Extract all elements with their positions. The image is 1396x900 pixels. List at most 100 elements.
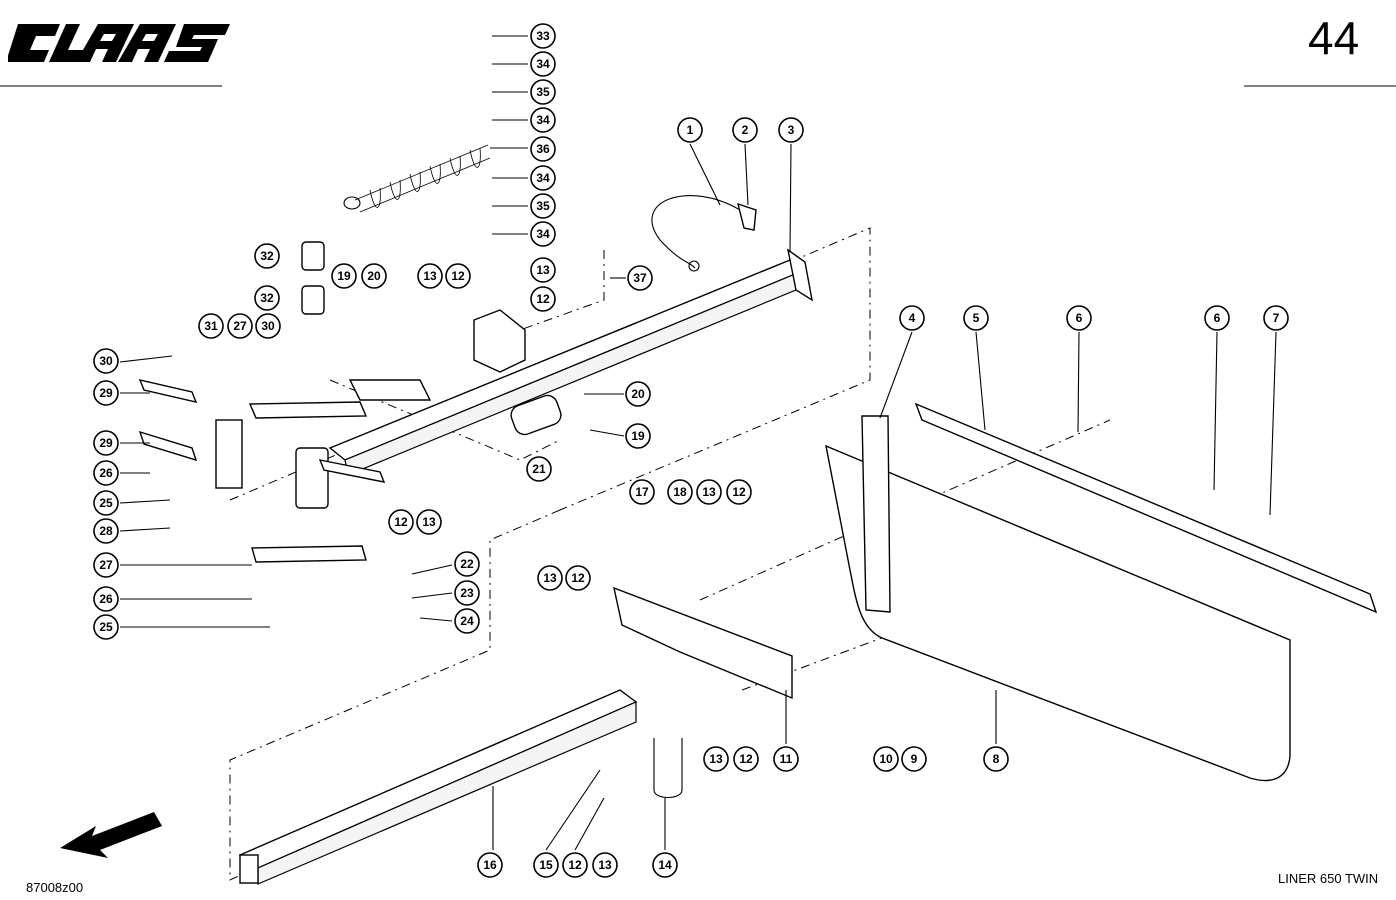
callout-label: 20 [631, 387, 645, 401]
callout-34: 34 [530, 165, 556, 191]
callout-label: 37 [633, 271, 647, 285]
callout-24: 24 [454, 608, 480, 634]
callout-29: 29 [93, 380, 119, 406]
callout-label: 20 [367, 269, 381, 283]
callout-12: 12 [562, 852, 588, 878]
callout-label: 13 [423, 269, 437, 283]
callout-31: 31 [198, 313, 224, 339]
callout-label: 26 [99, 592, 113, 606]
callout-13: 13 [416, 509, 442, 535]
callout-21: 21 [526, 456, 552, 482]
callout-label: 6 [1214, 311, 1221, 325]
callout-32: 32 [254, 243, 280, 269]
callout-label: 6 [1076, 311, 1083, 325]
callout-27: 27 [93, 552, 119, 578]
callout-30: 30 [255, 313, 281, 339]
callout-9: 9 [901, 746, 927, 772]
callout-20: 20 [625, 381, 651, 407]
callout-33: 33 [530, 23, 556, 49]
cable-eye [688, 260, 700, 272]
callout-label: 9 [911, 752, 918, 766]
callout-12: 12 [726, 479, 752, 505]
callout-4: 4 [899, 305, 925, 331]
callout-27: 27 [227, 313, 253, 339]
callout-25: 25 [93, 614, 119, 640]
callout-label: 25 [99, 620, 113, 634]
callout-6: 6 [1204, 305, 1230, 331]
callout-label: 30 [99, 354, 113, 368]
callout-13: 13 [696, 479, 722, 505]
callout-label: 33 [536, 29, 550, 43]
direction-arrow-icon [60, 812, 162, 858]
callout-label: 27 [99, 558, 113, 572]
callout-label: 24 [460, 614, 474, 628]
callout-30: 30 [93, 348, 119, 374]
callout-label: 28 [99, 524, 113, 538]
page-number: 44 [1308, 12, 1360, 64]
callout-label: 12 [739, 752, 753, 766]
callout-label: 29 [99, 386, 113, 400]
callout-label: 2 [742, 123, 749, 137]
callout-29: 29 [93, 430, 119, 456]
callout-12: 12 [445, 263, 471, 289]
u-bolt [653, 738, 683, 799]
callout-12: 12 [388, 509, 414, 535]
callout-1: 1 [677, 117, 703, 143]
callout-35: 35 [530, 79, 556, 105]
callout-15: 15 [533, 852, 559, 878]
callout-label: 12 [451, 269, 465, 283]
callout-label: 34 [536, 171, 550, 185]
callout-label: 26 [99, 466, 113, 480]
callout-label: 3 [788, 123, 795, 137]
callout-5: 5 [963, 305, 989, 331]
callout-18: 18 [667, 479, 693, 505]
callout-6: 6 [1066, 305, 1092, 331]
callout-label: 32 [260, 249, 274, 263]
callout-7: 7 [1263, 305, 1289, 331]
callout-10: 10 [873, 746, 899, 772]
callout-26: 26 [93, 586, 119, 612]
callout-label: 8 [993, 752, 1000, 766]
callout-22: 22 [454, 551, 480, 577]
callout-label: 27 [233, 319, 247, 333]
callout-20: 20 [361, 263, 387, 289]
callout-label: 12 [571, 571, 585, 585]
callout-11: 11 [773, 746, 799, 772]
callout-label: 4 [909, 311, 916, 325]
callout-label: 13 [709, 752, 723, 766]
callout-14: 14 [652, 852, 678, 878]
rubber-curtain [825, 402, 1378, 782]
callout-label: 7 [1273, 311, 1280, 325]
callout-label: 16 [483, 858, 497, 872]
callout-label: 34 [536, 113, 550, 127]
pivot-assembly [138, 241, 386, 563]
callout-13: 13 [592, 852, 618, 878]
callout-32: 32 [254, 285, 280, 311]
callout-label: 22 [460, 557, 474, 571]
callout-label: 11 [780, 752, 793, 766]
callout-35: 35 [530, 193, 556, 219]
callout-label: 17 [635, 485, 649, 499]
callout-label: 36 [536, 142, 550, 156]
callout-19: 19 [625, 423, 651, 449]
callout-2: 2 [732, 117, 758, 143]
callout-label: 30 [261, 319, 275, 333]
callout-label: 12 [394, 515, 408, 529]
callout-23: 23 [454, 580, 480, 606]
rubber-buffer [510, 394, 562, 436]
callout-label: 23 [460, 586, 474, 600]
callout-label: 25 [99, 496, 113, 510]
upper-bracket [473, 309, 526, 373]
callout-label: 13 [598, 858, 612, 872]
callout-13: 13 [417, 263, 443, 289]
callout-13: 13 [703, 746, 729, 772]
callout-label: 13 [702, 485, 716, 499]
claas-logo [8, 24, 230, 62]
callout-label: 12 [536, 292, 550, 306]
callout-label: 15 [539, 858, 553, 872]
lower-square-tube [238, 689, 638, 885]
main-frame-beam [328, 248, 813, 476]
callout-12: 12 [565, 565, 591, 591]
